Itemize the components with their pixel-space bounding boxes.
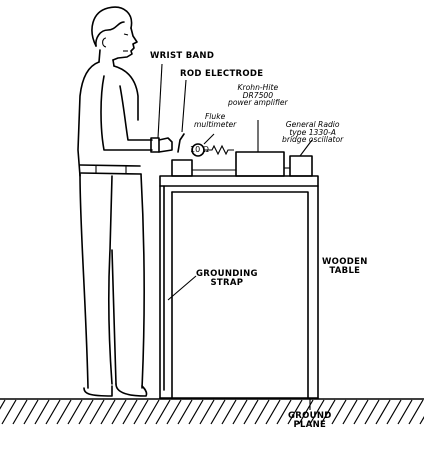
label-multimeter-reading: 10 Ω: [190, 145, 209, 154]
hatch-line: [122, 399, 138, 425]
hatch-line: [386, 399, 402, 425]
hatch-line: [243, 399, 259, 425]
hatch-line: [353, 399, 369, 425]
hatch-line: [111, 399, 127, 425]
hatch-line: [12, 399, 28, 425]
hatch-line: [188, 399, 204, 425]
hatch-line: [210, 399, 226, 425]
label-ground-plane: GROUND PLANE: [288, 411, 332, 430]
hatch-line: [408, 399, 424, 425]
hatch-line: [45, 399, 61, 425]
hatch-line: [397, 399, 413, 425]
hatch-line: [78, 399, 94, 425]
label-wooden-table: WOODEN TABLE: [322, 257, 368, 276]
hatch-line: [298, 399, 314, 425]
hatch-line: [342, 399, 358, 425]
hatch-line: [34, 399, 50, 425]
label-rod-electrode: ROD ELECTRODE: [180, 69, 264, 79]
wooden-table: [159, 175, 319, 399]
hatch-line: [0, 399, 6, 410]
hatch-line: [375, 399, 391, 425]
hatch-line: [276, 399, 292, 425]
equipment: [163, 133, 313, 391]
label-general-radio: General Radio type 1330-A bridge oscilla…: [282, 120, 344, 145]
hatch-line: [419, 415, 424, 425]
hatch-line: [320, 399, 336, 425]
hatch-line: [23, 399, 39, 425]
hatch-line: [89, 399, 105, 425]
hatch-line: [100, 399, 116, 425]
hatch-line: [309, 399, 325, 425]
hatch-line: [155, 399, 171, 425]
hatch-line: [232, 399, 248, 425]
hatch-line: [265, 399, 281, 425]
hatch-line: [331, 399, 347, 425]
hatch-line: [56, 399, 72, 425]
label-fluke-multimeter: Fluke multimeter: [194, 112, 237, 129]
hatch-line: [199, 399, 215, 425]
hatch-line: [144, 399, 160, 425]
hatch-line: [287, 399, 303, 425]
hatch-line: [1, 399, 17, 425]
label-wrist-band: WRIST BAND: [150, 51, 215, 61]
hatch-line: [364, 399, 380, 425]
person-figure: [77, 6, 173, 397]
leader-lines: [157, 63, 313, 410]
ground-hatch: [0, 398, 424, 425]
hatch-line: [133, 399, 149, 425]
hatch-line: [221, 399, 237, 425]
label-krohn-hite: Krohn-Hite DR7500 power amplifier: [228, 83, 288, 108]
hatch-line: [166, 399, 182, 425]
hatch-line: [67, 399, 83, 425]
label-grounding-strap: GROUNDING STRAP: [196, 269, 258, 288]
hatch-line: [254, 399, 270, 425]
hatch-line: [177, 399, 193, 425]
